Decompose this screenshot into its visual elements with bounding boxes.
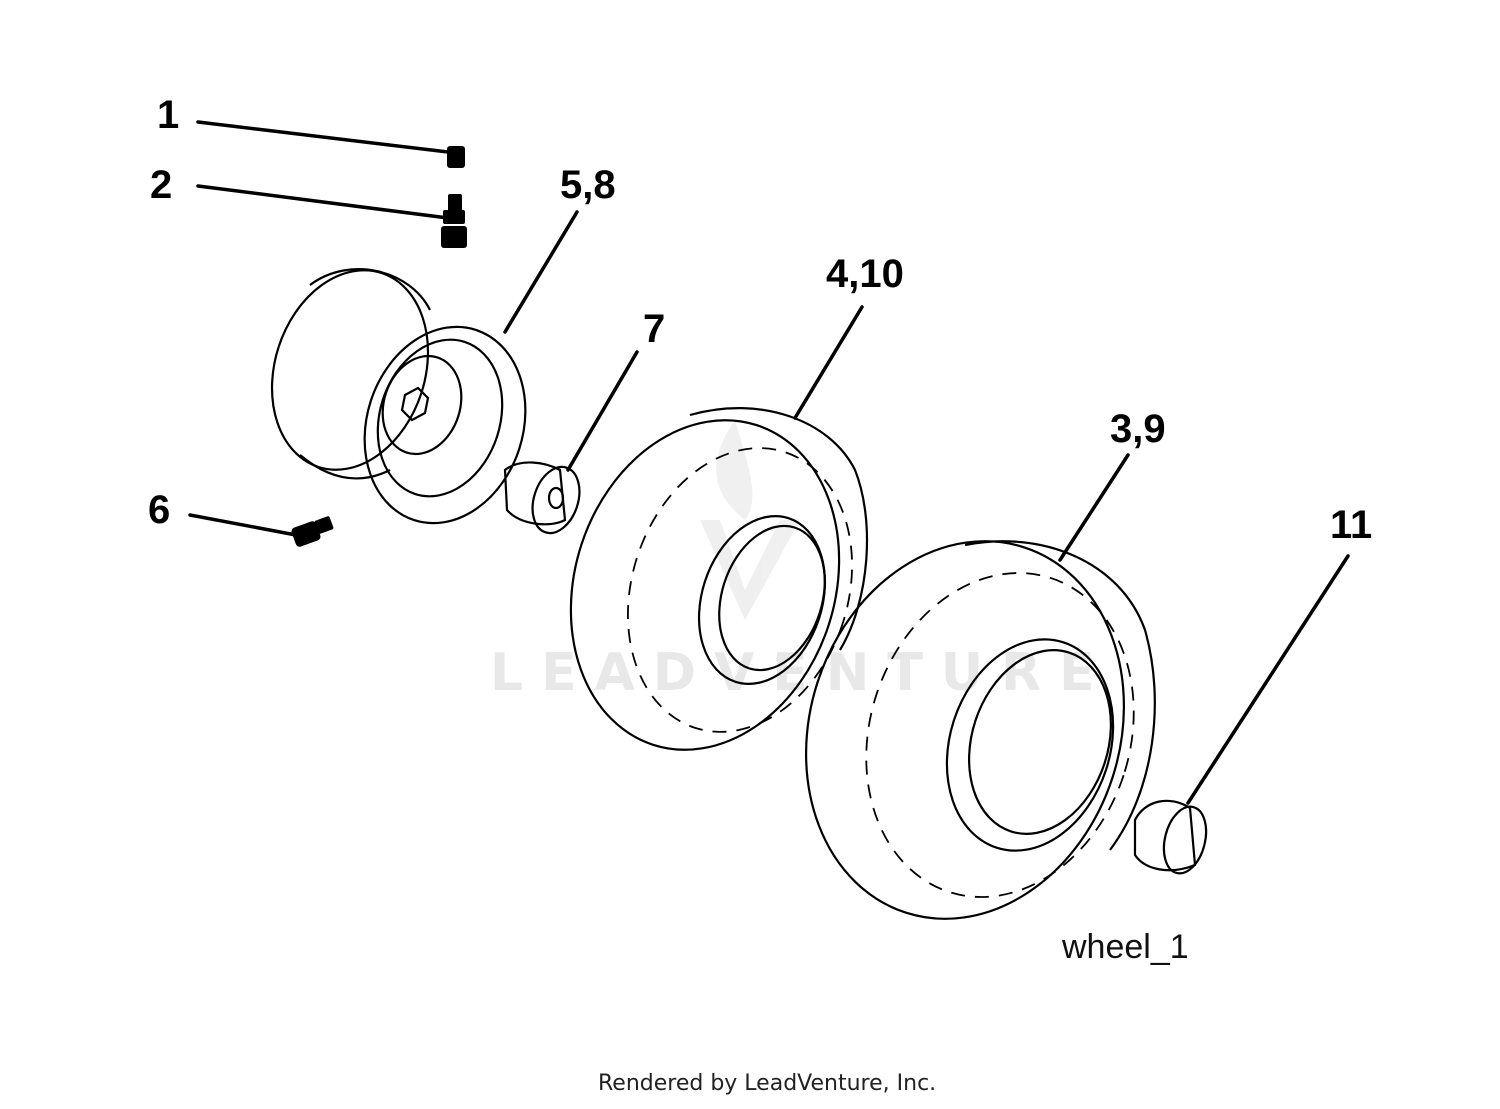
leader-line-5-8 <box>503 210 579 334</box>
leader-line-6 <box>188 513 298 537</box>
leader-lines <box>188 120 1350 805</box>
wheel-rim-part[interactable] <box>247 250 550 544</box>
leader-line-4-10 <box>793 305 864 420</box>
leader-line-7 <box>566 350 639 472</box>
callout-1[interactable]: 1 <box>157 93 179 137</box>
callout-7[interactable]: 7 <box>643 307 665 351</box>
flange-bushing-part[interactable] <box>503 461 587 539</box>
callout-5-8[interactable]: 5,8 <box>560 163 616 207</box>
screw-part[interactable] <box>290 516 334 548</box>
leader-line-3-9 <box>1058 453 1130 562</box>
callout-11[interactable]: 11 <box>1330 503 1372 547</box>
callout-2[interactable]: 2 <box>150 163 172 207</box>
hub-cap-part[interactable] <box>1133 799 1213 878</box>
tire-front-part[interactable] <box>529 385 887 785</box>
callout-4-10[interactable]: 4,10 <box>826 252 904 296</box>
callout-3-9[interactable]: 3,9 <box>1110 407 1166 451</box>
diagram-caption: wheel_1 <box>1061 928 1189 966</box>
tire-rear-part[interactable] <box>758 499 1174 960</box>
leader-line-2 <box>196 184 450 220</box>
valve-stem-part[interactable] <box>441 194 467 248</box>
callout-labels: 1 2 5,8 4,10 7 3,9 6 11 <box>148 93 1372 547</box>
footer-credit: Rendered by LeadVenture, Inc. <box>598 1071 936 1096</box>
leader-line-1 <box>196 120 450 154</box>
valve-cap-part[interactable] <box>447 146 465 168</box>
leader-line-11 <box>1186 554 1350 805</box>
callout-6[interactable]: 6 <box>148 488 170 532</box>
